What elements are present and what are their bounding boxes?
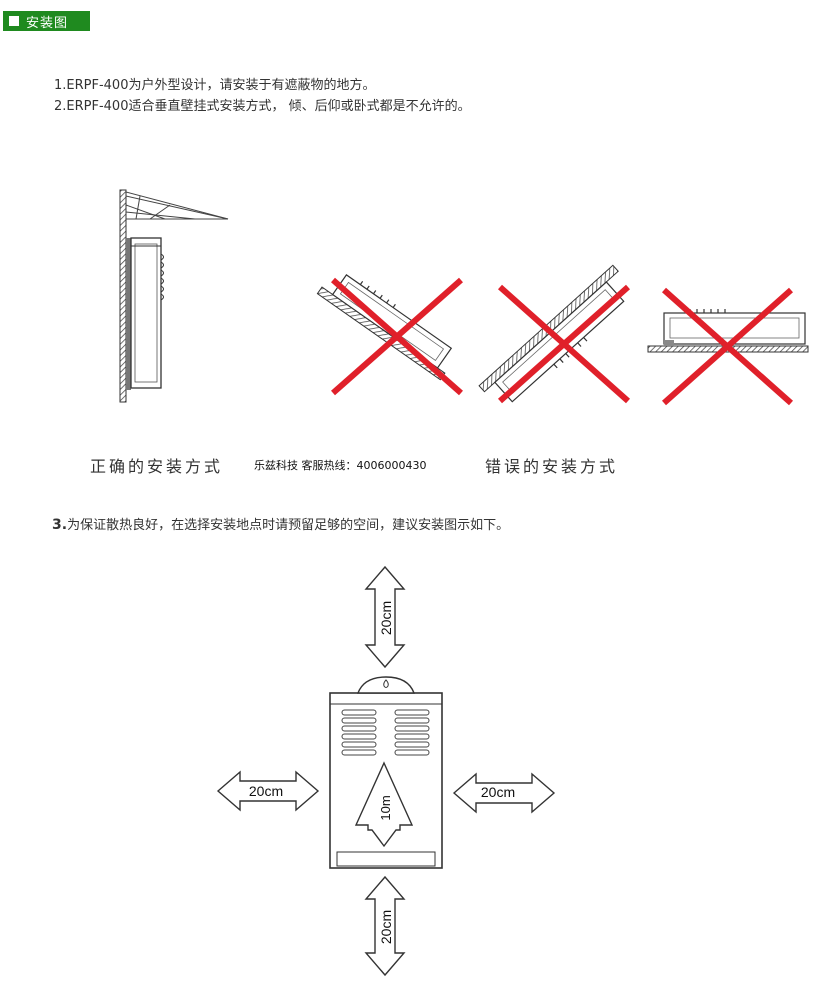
section-title: 安装图 xyxy=(26,15,69,31)
caption-correct: 正确的安装方式 xyxy=(90,457,224,476)
right-clearance-label: 20cm xyxy=(481,784,515,800)
note-line-2: 2.ERPF-400适合垂直壁挂式安装方式， 倾、后仰或卧式都是不允许的。 xyxy=(54,99,471,114)
bottom-clearance-arrow xyxy=(364,875,406,977)
note-line-3-number: 3. xyxy=(52,517,68,533)
left-clearance-arrow xyxy=(216,770,320,812)
wrong-installation-horizontal xyxy=(647,287,809,406)
clearance-diagram: 20cm 10m 20cm 20cm 20cm xyxy=(216,565,556,977)
note-line-3: 3.为保证散热良好，在选择安装地点时请预留足够的空间，建议安装图示如下。 xyxy=(52,514,509,533)
note-line-1: 1.ERPF-400为户外型设计，请安装于有遮蔽物的地方。 xyxy=(54,78,376,93)
section-header-badge: 安装图 xyxy=(3,11,90,31)
square-bullet-icon xyxy=(9,16,19,26)
top-clearance-label: 20cm xyxy=(378,601,394,635)
inner-clearance-arrow xyxy=(354,761,414,848)
service-hotline: 乐兹科技 客服热线：4006000430 xyxy=(254,459,427,472)
caption-wrong: 错误的安装方式 xyxy=(485,457,619,476)
correct-installation-figure xyxy=(119,189,229,403)
cross-mark-stroke xyxy=(331,277,463,396)
inner-clearance-label: 10m xyxy=(378,795,393,820)
bottom-panel xyxy=(336,851,436,867)
top-clearance-arrow xyxy=(364,565,406,669)
hanging-hook xyxy=(356,676,416,694)
left-clearance-label: 20cm xyxy=(249,783,283,799)
right-clearance-arrow xyxy=(452,772,556,814)
wrong-installation-tilted-backward xyxy=(478,264,630,404)
vent-slots xyxy=(341,709,430,756)
note-line-3-text: 为保证散热良好，在选择安装地点时请预留足够的空间，建议安装图示如下。 xyxy=(67,518,510,533)
bottom-clearance-label: 20cm xyxy=(378,910,394,944)
wrong-installation-tilted-forward xyxy=(316,274,463,396)
